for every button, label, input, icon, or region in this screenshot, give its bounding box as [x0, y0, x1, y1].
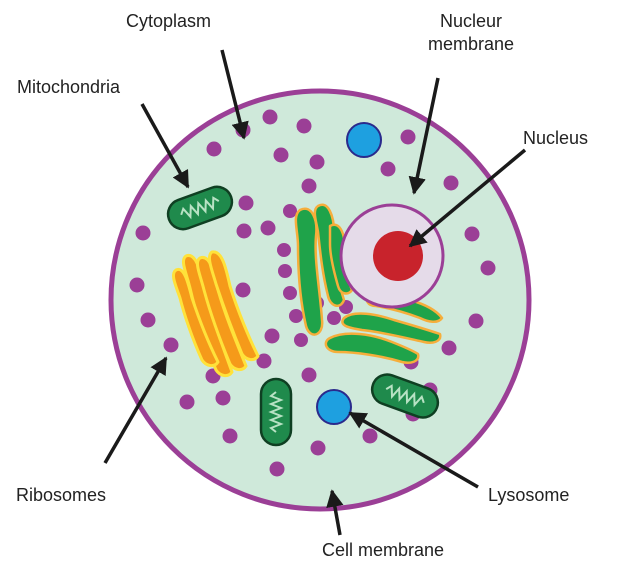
label-lysosome: Lysosome: [488, 484, 569, 507]
label-mitochondria: Mitochondria: [17, 76, 120, 99]
label-nuclear-membrane: Nucleur membrane: [416, 10, 526, 56]
nucleus: [373, 231, 423, 281]
label-cytoplasm: Cytoplasm: [126, 10, 211, 33]
label-nuclear-membrane-line2: membrane: [416, 33, 526, 56]
label-cell-membrane: Cell membrane: [322, 539, 444, 562]
lysosome-top: [347, 123, 381, 157]
label-nuclear-membrane-line1: Nucleur: [416, 10, 526, 33]
label-nucleus: Nucleus: [523, 127, 588, 150]
label-ribosomes: Ribosomes: [16, 484, 106, 507]
mitochondrion-2: [261, 379, 291, 445]
lysosome: [317, 390, 351, 424]
